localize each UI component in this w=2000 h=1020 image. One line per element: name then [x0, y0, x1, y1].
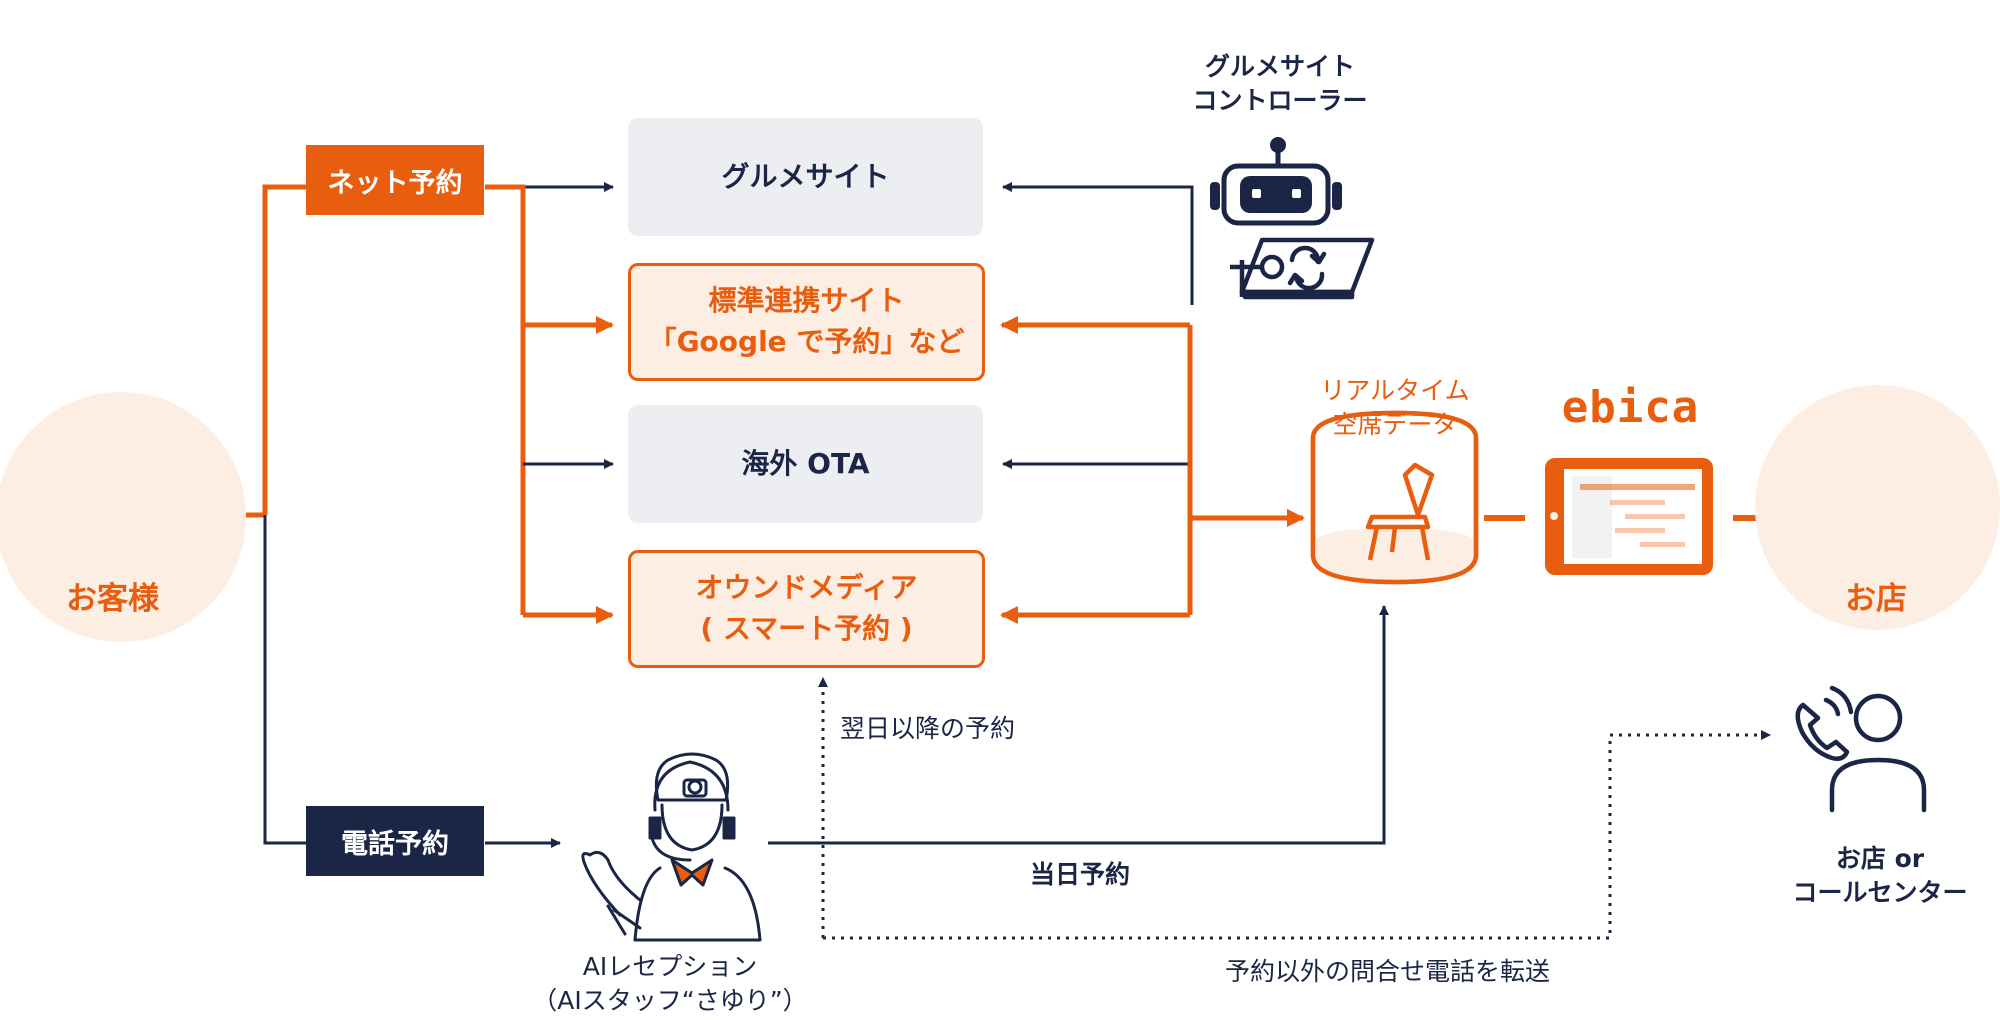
next-day-label: 翌日以降の予約 — [840, 714, 1016, 743]
same-day-arrow — [768, 605, 1389, 845]
ota-box: 海外 OTA — [628, 405, 983, 523]
controller-line1: グルメサイト — [1204, 52, 1355, 81]
controller-to-gourmet-arrow — [1002, 182, 1194, 305]
gourmet-site-box: グルメサイト — [628, 118, 983, 236]
controller-label: グルメサイト コントローラー — [1170, 50, 1390, 118]
gourmet-site-label: グルメサイト — [721, 159, 890, 193]
ai-receptionist-icon — [581, 752, 762, 942]
controller-line2: コントローラー — [1192, 85, 1368, 115]
standard-site-box: 標準連携サイト 「Google で予約」など — [628, 263, 985, 381]
ota-label: 海外 OTA — [741, 446, 870, 480]
owned-media-box: オウンドメディア ( スマート予約 ) — [628, 550, 985, 668]
owned-media-line2: ( スマート予約 ) — [700, 612, 913, 645]
transfer-dotted-arrow — [823, 730, 1771, 940]
realtime-label: リアルタイム 空席データ — [1290, 374, 1500, 442]
callcenter-line2: コールセンター — [1792, 877, 1968, 907]
customer-circle — [0, 392, 246, 642]
chair-icon — [1310, 410, 1479, 585]
net-branch-line — [262, 184, 308, 515]
realtime-line1: リアルタイム — [1320, 376, 1470, 405]
store-circle — [1755, 385, 2000, 630]
callcenter-label: お店 or コールセンター — [1775, 842, 1985, 910]
robot-icon — [1210, 137, 1342, 226]
owned-media-line1: オウンドメディア — [695, 571, 918, 605]
ai-reception-label: AIレセプション （AIスタッフ“さゆり”） — [530, 950, 810, 1018]
tel-branch-line — [263, 515, 308, 845]
phone-person-icon — [1795, 685, 1927, 813]
standard-site-line2: 「Google で予約」など — [648, 325, 965, 358]
net-orange-trunk — [485, 184, 526, 615]
standard-site-line1: 標準連携サイト — [708, 284, 905, 318]
tel-reservation-tag: 電話予約 — [306, 806, 484, 876]
callcenter-line1: お店 or — [1835, 844, 1925, 873]
store-label: お店 — [1845, 581, 1907, 617]
same-day-label: 当日予約 — [1030, 860, 1131, 889]
laptop-sync-icon — [1230, 237, 1375, 300]
customer-label: お客様 — [66, 581, 159, 617]
net-reservation-tag: ネット予約 — [306, 145, 484, 215]
ai-reception-line2: （AIスタッフ“さゆり”） — [532, 985, 808, 1015]
transfer-label: 予約以外の問合せ電話を転送 — [1225, 957, 1551, 986]
realtime-line2: 空席データ — [1332, 409, 1458, 439]
ai-reception-line1: AIレセプション — [582, 952, 758, 981]
tablet-icon — [1545, 458, 1713, 575]
ebica-logo: ebica — [1561, 382, 1700, 433]
